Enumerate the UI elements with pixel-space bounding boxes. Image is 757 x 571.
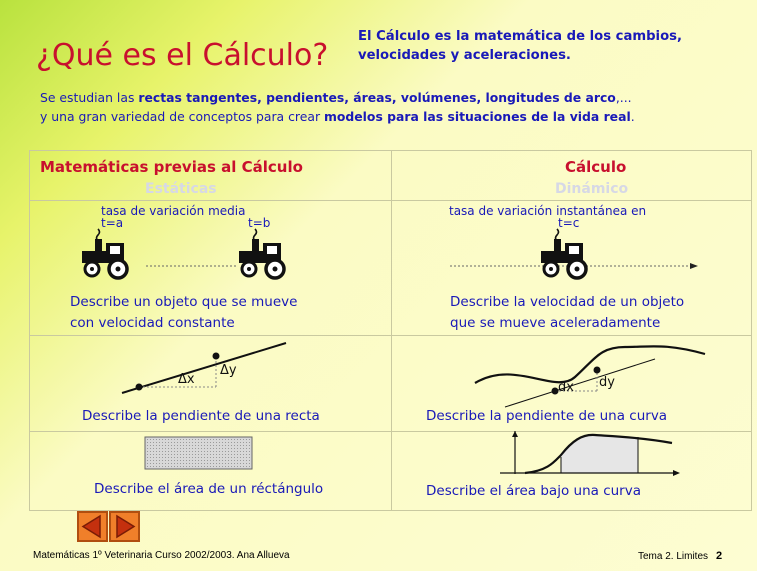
right-row1-desc-line2: que se mueve aceleradamente [450,315,661,331]
right-rate-label: tasa de variación instantánea en [449,204,647,218]
intro-line-2: y una gran variedad de conceptos para cr… [40,107,635,126]
next-slide-button[interactable] [109,511,140,542]
rectangle-area-diagram [144,436,253,470]
footer-course-info: Matemáticas 1º Veterinaria Curso 2002/20… [33,550,290,561]
tractor-icon [82,228,129,280]
intro-line-1: Se estudian las rectas tangentes, pendie… [40,88,635,107]
right-row2-desc: Describe la pendiente de una curva [426,408,668,424]
table-divider [391,151,392,510]
dy-label: dy [599,375,615,390]
left-row1-desc-line2: con velocidad constante [70,315,235,331]
curve-tangent-diagram [474,345,706,408]
area-under-curve-diagram [500,431,680,476]
triangle-left-icon [81,514,101,539]
left-row2-desc: Describe la pendiente de una recta [82,408,320,424]
delta-x-label: Δx [178,372,195,387]
intro-text-plain: y una gran variedad de conceptos para cr… [40,109,324,124]
intro-text-plain: Se estudian las [40,90,139,105]
right-time-c: t=c [558,216,580,230]
table-divider [30,335,751,336]
left-time-a: t=a [101,216,124,230]
table-divider [30,431,751,432]
triangle-right-icon [116,514,136,539]
intro-text-bold: rectas tangentes, pendientes, áreas, vol… [138,90,616,105]
intro-text-plain: ,... [615,90,632,105]
tractor-icon [541,228,588,280]
subtitle-line-2: velocidades y aceleraciones. [358,48,571,63]
right-ghost-label: Dinámico [555,181,629,197]
dotted-path-line [146,265,236,267]
right-row3-desc: Describe el área bajo una curva [426,483,641,499]
intro-text-bold: modelos para las situaciones de la vida … [323,109,631,124]
page-number: 2 [716,550,723,562]
previous-slide-button[interactable] [77,511,108,542]
page-title: ¿Qué es el Cálculo? [36,38,329,73]
left-rate-label: tasa de variación media [101,204,246,218]
intro-text-plain: . [630,109,635,124]
right-row1-desc-line1: Describe la velocidad de un objeto [450,294,685,310]
comparison-table: Matemáticas previas al Cálculo Estáticas… [29,150,752,511]
straight-line-slope-diagram [121,342,287,394]
right-column-heading: Cálculo [565,158,627,176]
subtitle: El Cálculo es la matemática de los cambi… [358,27,753,65]
footer-topic-label: Tema 2. Limites [638,551,709,562]
left-time-b: t=b [248,216,271,230]
left-row3-desc: Describe el área de un réctángulo [94,481,324,497]
footer-topic: Tema 2. Limites 2 [638,550,722,562]
left-column-heading: Matemáticas previas al Cálculo [40,158,303,176]
left-ghost-label: Estáticas [145,181,217,197]
table-divider [30,200,751,201]
left-row1-desc-line1: Describe un objeto que se mueve [70,294,298,310]
subtitle-line-1: El Cálculo es la matemática de los cambi… [358,29,682,44]
intro-text: Se estudian las rectas tangentes, pendie… [40,88,635,126]
delta-y-label: Δy [220,363,237,378]
tractor-icon [239,228,286,280]
dx-label: dx [558,380,574,395]
